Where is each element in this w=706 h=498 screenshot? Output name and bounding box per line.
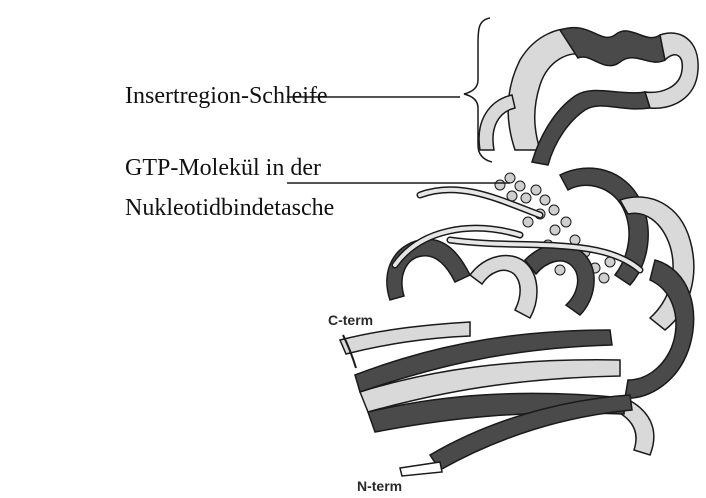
n-term-label: N-term — [357, 478, 402, 494]
c-term-label: C-term — [328, 312, 373, 328]
gtp-label-line2: Nukleotidbindetasche — [125, 194, 334, 222]
gtp-label-line1: GTP-Molekül in der — [125, 154, 321, 182]
insert-region-label: Insertregion-Schleife — [125, 82, 328, 110]
